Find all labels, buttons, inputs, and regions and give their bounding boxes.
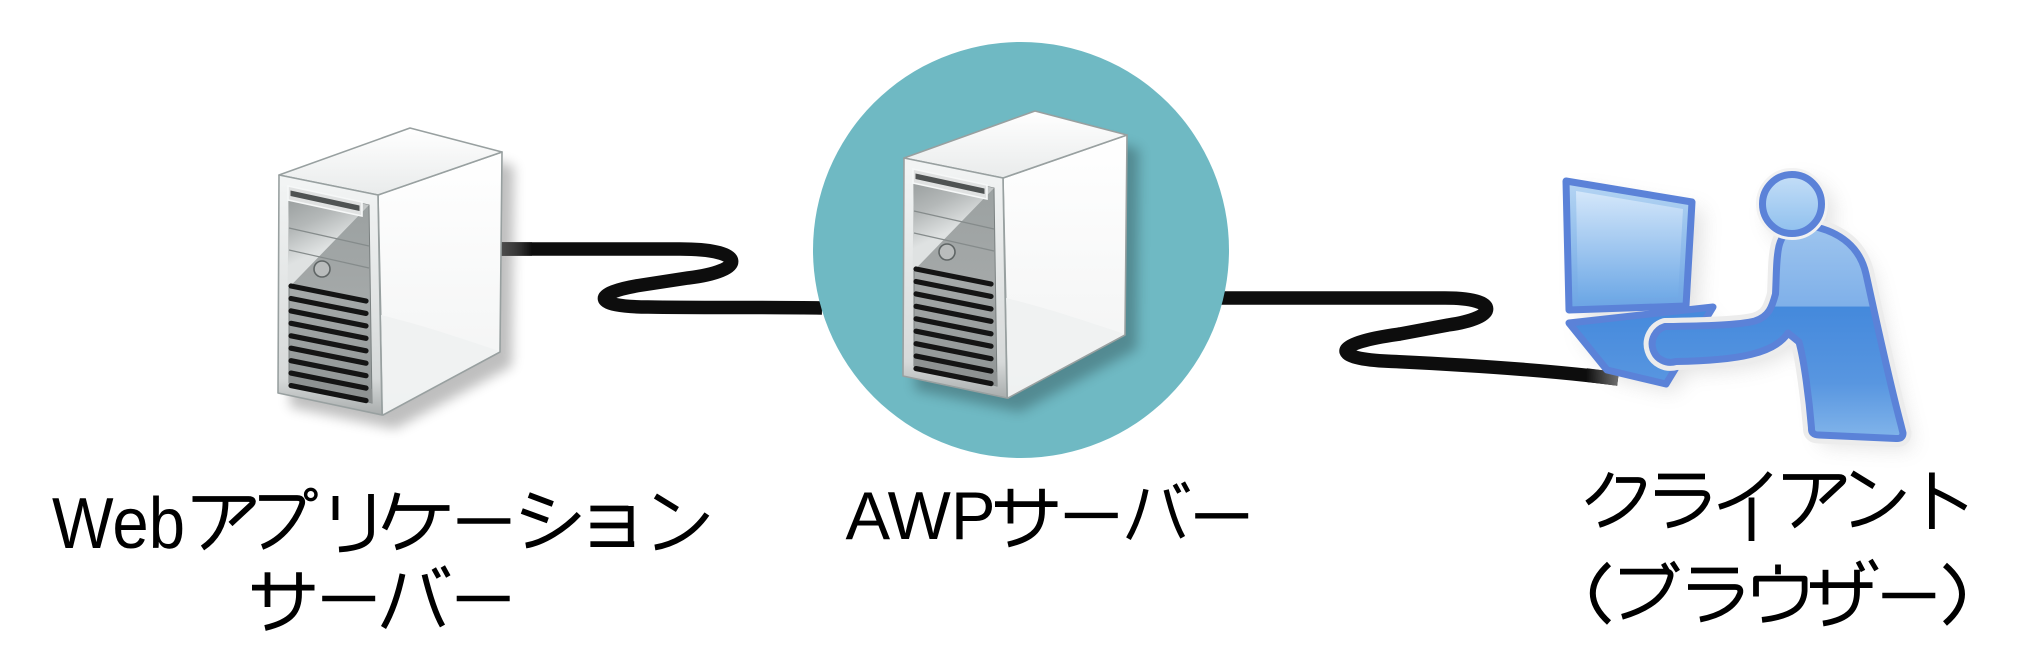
svg-text:AWP: AWP — [846, 478, 996, 554]
svg-text:Web: Web — [52, 483, 185, 564]
